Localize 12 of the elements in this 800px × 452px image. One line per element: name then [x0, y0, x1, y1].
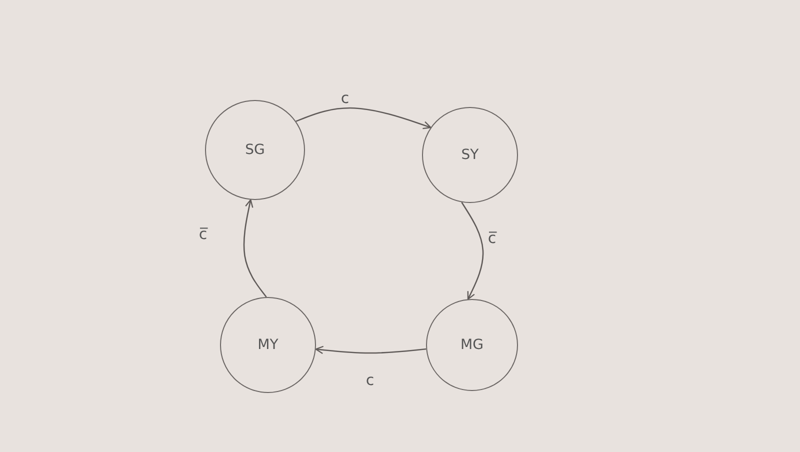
- state-circle: [422, 107, 518, 203]
- state-name: MY: [258, 337, 278, 353]
- arrow: [461, 202, 484, 300]
- arrow: [296, 107, 432, 130]
- arrow: [243, 199, 267, 298]
- state-circle: [426, 299, 518, 391]
- state-name: MG: [460, 337, 484, 353]
- state-name: SG: [245, 142, 265, 158]
- state-circle: [220, 297, 316, 393]
- state-circle: [205, 100, 305, 200]
- arrow: [315, 346, 426, 354]
- state-name: SY: [461, 147, 479, 163]
